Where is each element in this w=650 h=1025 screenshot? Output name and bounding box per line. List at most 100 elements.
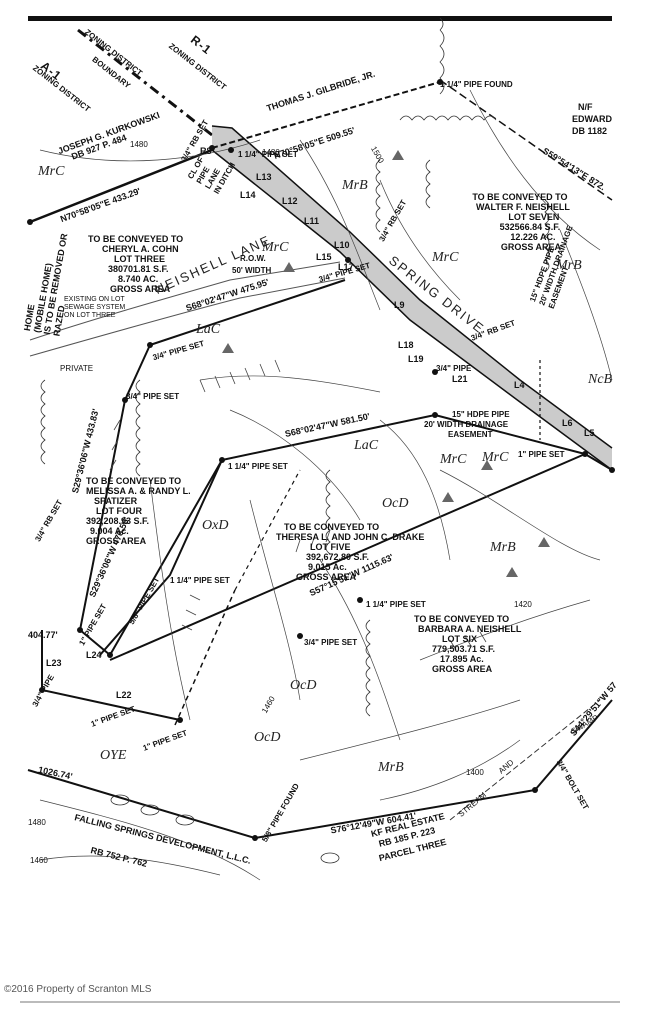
line-label: L4: [514, 380, 525, 390]
line-label: L12: [282, 196, 298, 206]
sewage-line: EXISTING ON LOT: [64, 296, 125, 303]
northeast-boundary-line: [439, 79, 613, 201]
line-label: L5: [584, 428, 595, 438]
lot-four-line: TO BE CONVEYED TO: [86, 476, 182, 486]
lot-three-line: TO BE CONVEYED TO: [88, 234, 184, 244]
drainage-line: EASEMENT: [448, 430, 493, 439]
tree-lines: [40, 17, 550, 717]
lot-five-boundary: [99, 459, 223, 656]
contour-elevation: 1480: [262, 148, 280, 157]
owner-edward: EDWARD: [572, 114, 612, 124]
south-boundary-604: [254, 789, 536, 839]
lot-four-line: SPATIZER: [94, 496, 138, 506]
marker-label: 1 1/4" PIPE SET: [366, 600, 426, 609]
spring-drive-row: [212, 126, 612, 470]
spring-drive-edge-south: [211, 149, 613, 471]
line-label: L23: [46, 658, 62, 668]
soil-label: OYE: [100, 748, 127, 763]
road-private: PRIVATE: [60, 364, 94, 373]
lot-three-line: CHERYL A. COHN: [102, 244, 179, 254]
soil-label: OxD: [202, 518, 229, 533]
lot-three-line: LOT THREE: [114, 254, 165, 264]
lot-six-east-upper: [584, 453, 613, 471]
copyright-watermark: ©2016 Property of Scranton MLS: [4, 984, 152, 995]
lot-seven-line: GROSS AREA: [500, 242, 562, 252]
marker-label: 1 1/4" PIPE FOUND: [440, 80, 513, 89]
line-label: R8: [200, 146, 212, 156]
stone-wall-symbols: [110, 794, 340, 864]
marker-label: 3/4" PIPE SET: [126, 392, 180, 401]
marker-label: 1" PIPE SET: [518, 450, 565, 459]
interior-dashed-line-2: [234, 469, 301, 591]
road-row-width: 50' WIDTH: [232, 266, 272, 275]
contour-elevation: 1420: [514, 600, 532, 609]
lot-five-six-boundary: [109, 453, 586, 661]
neishell-lane-edge-2: [29, 277, 346, 357]
lot-four-line: MELISSA A. & RANDY L.: [86, 486, 191, 496]
soil-label: MrC: [440, 452, 467, 467]
lot-seven-block: TO BE CONVEYED TO WALTER F. NEISHELL LOT…: [470, 192, 570, 252]
lot-five-line: 9.015 Ac.: [308, 562, 347, 572]
top-border-line: [28, 16, 612, 21]
soil-triangles: [222, 150, 550, 577]
lot-seven-line: WALTER F. NEISHELL: [476, 202, 570, 212]
lot-six-line: LOT SIX: [442, 634, 478, 644]
survey-markers: [27, 79, 615, 841]
north-boundary-line: [211, 81, 441, 149]
line-label: L22: [116, 690, 132, 700]
lot-six-line: TO BE CONVEYED TO: [414, 614, 510, 624]
lot-three-line: GROSS AREA: [110, 284, 171, 294]
marker-label: 1 1/4" PIPE SET: [238, 150, 298, 159]
line-label: L9: [394, 300, 405, 310]
contour-elevation: 1480: [28, 818, 46, 827]
line-label: L18: [398, 340, 414, 350]
line-label: L14: [240, 190, 256, 200]
soil-label: MrC: [432, 250, 459, 265]
soil-label: MrC: [482, 450, 509, 465]
neishell-lane-edge-1: [29, 261, 341, 341]
owner-edward-nf: N/F: [578, 102, 593, 112]
lot-five-line: GROSS AREA: [296, 572, 357, 582]
drainage-note-lower: 15" HDPE PIPE 20' WIDTH DRAINAGE EASEMEN…: [424, 410, 510, 440]
soil-label: MrB: [556, 258, 582, 273]
contour-elevation: 1400: [466, 768, 484, 777]
lot-four-line: 9.004 Ac.: [90, 526, 129, 536]
northwest-boundary-line: [29, 148, 213, 224]
soil-label: OcD: [290, 678, 317, 693]
contour-lines: [39, 89, 613, 881]
drainage-line: 15" HDPE PIPE: [452, 410, 510, 419]
contour-elevation: 1460: [30, 856, 48, 865]
soil-label: LaC: [196, 322, 221, 337]
line-label: L13: [256, 172, 272, 182]
lot-six-line: BARBARA A. NEISHELL: [418, 624, 522, 634]
lot-four-boundary: [78, 344, 436, 657]
soil-label: OcD: [254, 730, 281, 745]
line-label: L10: [334, 240, 350, 250]
south-boundary-1026: [27, 769, 256, 839]
line-label: L19: [408, 354, 424, 364]
lot-three-block: TO BE CONVEYED TO CHERYL A. COHN LOT THR…: [88, 234, 183, 294]
line-label: L6: [562, 418, 573, 428]
soil-label: MrB: [378, 760, 404, 775]
interior-dashed-line: [174, 589, 236, 726]
contour-elevation: 1480: [130, 140, 148, 149]
sewage-line: SEWAGE SYSTEM: [64, 304, 126, 311]
lot-six-line: 17.895 Ac.: [440, 654, 484, 664]
soil-label: MrB: [342, 178, 368, 193]
marker-label: 1 1/4" PIPE SET: [228, 462, 288, 471]
lot-four-line: LOT FOUR: [96, 506, 142, 516]
soil-label: NcB: [588, 372, 613, 387]
soil-label: MrC: [38, 164, 65, 179]
line-label: L24: [86, 650, 102, 660]
lot-four-line: 392,208.93 S.F.: [86, 516, 150, 526]
lot-seven-line: 12.226 AC.: [510, 232, 556, 242]
drainage-line: 20' WIDTH DRAINAGE: [424, 420, 509, 429]
soil-label: OcD: [382, 496, 409, 511]
lot-five-line: TO BE CONVEYED TO: [284, 522, 380, 532]
lot-five-line: 392,672.80 S.F.: [306, 552, 370, 562]
line-label: L15: [316, 252, 332, 262]
soil-label: MrC: [262, 240, 289, 255]
lot-three-line: 380701.81 S.F.: [108, 264, 169, 274]
lot-three-line: 8.740 AC.: [118, 274, 159, 284]
owner-edward-db: DB 1182: [572, 126, 608, 136]
